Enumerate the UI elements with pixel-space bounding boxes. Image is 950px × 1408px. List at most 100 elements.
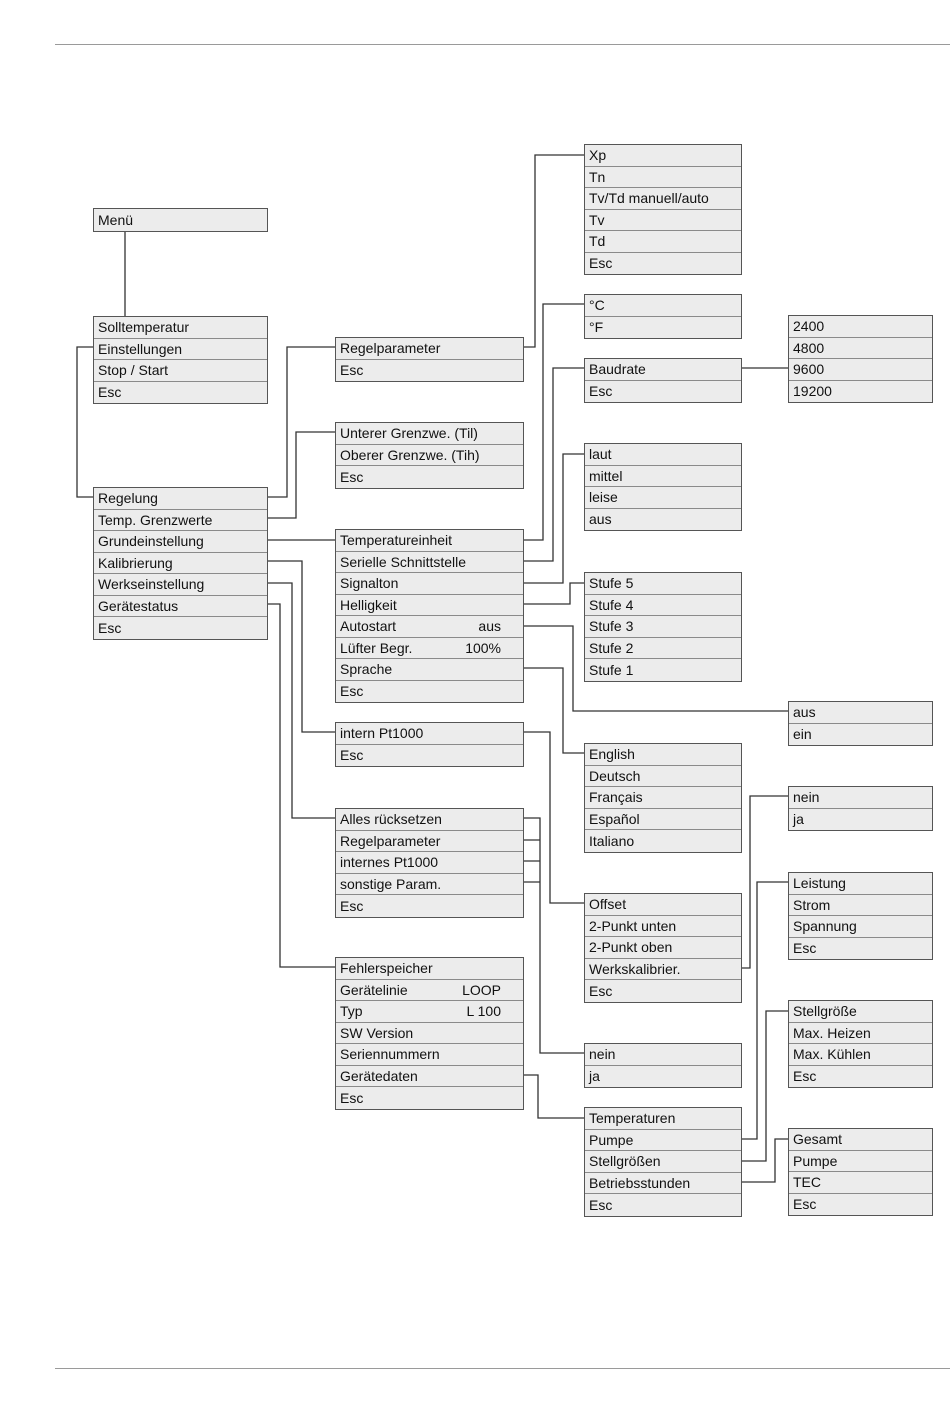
menu-item-value: L 100 <box>466 1003 501 1020</box>
menu-item-4800[interactable]: 4800 <box>789 337 932 359</box>
menu-item-helligkeit[interactable]: Helligkeit <box>336 594 523 616</box>
menu-item-pumpe[interactable]: Pumpe <box>585 1129 741 1151</box>
menu-item-alles-ruecksetzen[interactable]: Alles rücksetzen <box>336 809 523 831</box>
menu-item-tv-td-manuell-auto[interactable]: Tv/Td manuell/auto <box>585 188 741 210</box>
menu-item-deg-f[interactable]: °F <box>585 316 741 338</box>
menu-item-ja[interactable]: ja <box>789 808 932 830</box>
menu-item-stufe-5[interactable]: Stufe 5 <box>585 573 741 595</box>
menu-item-regelparameter[interactable]: Regelparameter <box>336 338 523 360</box>
menu-item-gesamt[interactable]: Gesamt <box>789 1129 932 1151</box>
menu-item-stufe-4[interactable]: Stufe 4 <box>585 594 741 616</box>
menu-item-fehlerspeicher[interactable]: Fehlerspeicher <box>336 958 523 980</box>
menu-item-werkskalibrier[interactable]: Werkskalibrier. <box>585 958 741 980</box>
menu-item-mittel[interactable]: mittel <box>585 465 741 487</box>
menu-item-francais[interactable]: Français <box>585 787 741 809</box>
menu-item-esc[interactable]: Esc <box>585 1194 741 1216</box>
menu-item-sonstige-param[interactable]: sonstige Param. <box>336 873 523 895</box>
menu-item-laut[interactable]: laut <box>585 444 741 466</box>
menu-item-esc[interactable]: Esc <box>336 466 523 488</box>
menu-item-xp[interactable]: Xp <box>585 145 741 167</box>
menu-item-geraetedaten[interactable]: Gerätedaten <box>336 1065 523 1087</box>
menu-item-esc[interactable]: Esc <box>789 937 932 959</box>
menu-item-oberer-grenzwe-tih[interactable]: Oberer Grenzwe. (Tih) <box>336 444 523 466</box>
menu-item-leise[interactable]: leise <box>585 487 741 509</box>
menu-item-label: Sprache <box>340 661 393 678</box>
menu-item-esc[interactable]: Esc <box>336 744 523 766</box>
menu-item-esc[interactable]: Esc <box>585 980 741 1002</box>
menu-item-internes-pt1000[interactable]: internes Pt1000 <box>336 852 523 874</box>
menu-item-esc[interactable]: Esc <box>585 380 741 402</box>
menu-item-2-punkt-oben[interactable]: 2-Punkt oben <box>585 937 741 959</box>
menu-item-ja[interactable]: ja <box>585 1065 741 1087</box>
menu-item-offset[interactable]: Offset <box>585 894 741 916</box>
menu-item-italiano[interactable]: Italiano <box>585 830 741 852</box>
menu-item-nein[interactable]: nein <box>789 787 932 809</box>
menu-item-kalibrierung[interactable]: Kalibrierung <box>94 552 267 574</box>
menu-item-english[interactable]: English <box>585 744 741 766</box>
menu-item-tec[interactable]: TEC <box>789 1172 932 1194</box>
menu-item-sprache[interactable]: Sprache <box>336 659 523 681</box>
menu-item-regelung[interactable]: Regelung <box>94 488 267 510</box>
menu-item-leistung[interactable]: Leistung <box>789 873 932 895</box>
menu-item-pumpe[interactable]: Pumpe <box>789 1150 932 1172</box>
menu-item-deg-c[interactable]: °C <box>585 295 741 317</box>
menu-item-serielle-schnittstelle[interactable]: Serielle Schnittstelle <box>336 551 523 573</box>
menu-item-stufe-3[interactable]: Stufe 3 <box>585 616 741 638</box>
menu-item-esc[interactable]: Esc <box>336 359 523 381</box>
menu-item-2-punkt-unten[interactable]: 2-Punkt unten <box>585 915 741 937</box>
menu-item-spannung[interactable]: Spannung <box>789 916 932 938</box>
menu-item-regelparameter[interactable]: Regelparameter <box>336 830 523 852</box>
menu-item-temp-grenzwerte[interactable]: Temp. Grenzwerte <box>94 509 267 531</box>
menu-item-esc[interactable]: Esc <box>336 1087 523 1109</box>
menu-item-grundeinstellung[interactable]: Grundeinstellung <box>94 531 267 553</box>
menu-item-espanol[interactable]: Español <box>585 808 741 830</box>
menu-item-tn[interactable]: Tn <box>585 166 741 188</box>
menu-item-9600[interactable]: 9600 <box>789 359 932 381</box>
menu-item-esc[interactable]: Esc <box>789 1065 932 1087</box>
menu-item-label: Regelung <box>98 490 158 507</box>
menu-item-ein[interactable]: ein <box>789 723 932 745</box>
menu-item-esc[interactable]: Esc <box>789 1193 932 1215</box>
menu-item-aus[interactable]: aus <box>585 508 741 530</box>
menu-item-td[interactable]: Td <box>585 231 741 253</box>
menu-item-esc[interactable]: Esc <box>336 680 523 702</box>
menu-item-intern-pt1000[interactable]: intern Pt1000 <box>336 723 523 745</box>
menu-item-max-heizen[interactable]: Max. Heizen <box>789 1022 932 1044</box>
menu-item-einstellungen[interactable]: Einstellungen <box>94 338 267 360</box>
menu-item-tv[interactable]: Tv <box>585 209 741 231</box>
menu-item-deutsch[interactable]: Deutsch <box>585 765 741 787</box>
menu-item-solltemperatur[interactable]: Solltemperatur <box>94 317 267 339</box>
menu-item-seriennummern[interactable]: Seriennummern <box>336 1044 523 1066</box>
menu-item-werkseinstellung[interactable]: Werkseinstellung <box>94 574 267 596</box>
menu-item-betriebsstunden[interactable]: Betriebsstunden <box>585 1172 741 1194</box>
menu-item-baudrate[interactable]: Baudrate <box>585 359 741 381</box>
menu-item-temperatureinheit[interactable]: Temperatureinheit <box>336 530 523 552</box>
menu-item-signalton[interactable]: Signalton <box>336 573 523 595</box>
menu-item-stufe-2[interactable]: Stufe 2 <box>585 637 741 659</box>
menu-item-esc[interactable]: Esc <box>336 895 523 917</box>
menu-item-stellgroesse[interactable]: Stellgröße <box>789 1001 932 1023</box>
menu-item-label: Stufe 3 <box>589 618 634 635</box>
menu-item-menue[interactable]: Menü <box>94 209 267 231</box>
menu-item-strom[interactable]: Strom <box>789 894 932 916</box>
menu-item-geraetestatus[interactable]: Gerätestatus <box>94 595 267 617</box>
menu-item-esc[interactable]: Esc <box>585 252 741 274</box>
menu-item-unterer-grenzwe-til[interactable]: Unterer Grenzwe. (Til) <box>336 423 523 445</box>
menu-item-19200[interactable]: 19200 <box>789 380 932 402</box>
menu-item-luefter-begr[interactable]: Lüfter Begr.100% <box>336 637 523 659</box>
menu-item-2400[interactable]: 2400 <box>789 316 932 338</box>
menu-item-max-kuehlen[interactable]: Max. Kühlen <box>789 1044 932 1066</box>
menu-item-esc[interactable]: Esc <box>94 617 267 639</box>
menu-item-stufe-1[interactable]: Stufe 1 <box>585 659 741 681</box>
menu-item-aus[interactable]: aus <box>789 702 932 724</box>
menu-item-sw-version[interactable]: SW Version <box>336 1022 523 1044</box>
menu-item-nein[interactable]: nein <box>585 1044 741 1066</box>
menu-item-esc[interactable]: Esc <box>94 381 267 403</box>
menu-item-temperaturen[interactable]: Temperaturen <box>585 1108 741 1130</box>
menu-item-stellgroessen[interactable]: Stellgrößen <box>585 1151 741 1173</box>
menu-item-stop-start[interactable]: Stop / Start <box>94 360 267 382</box>
